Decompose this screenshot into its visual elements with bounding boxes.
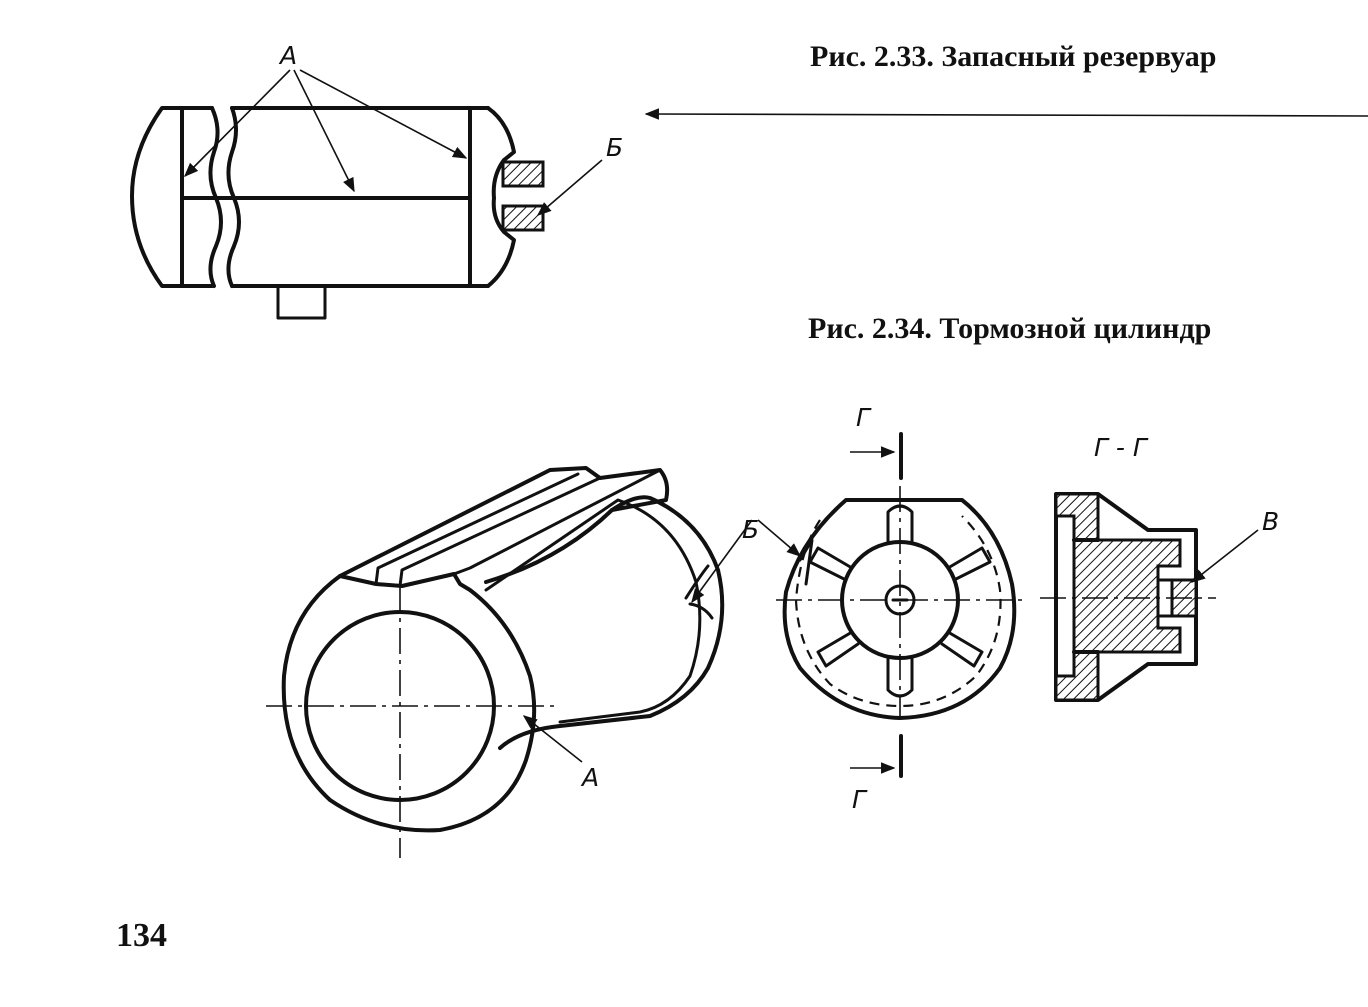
caption-pointer-arrow [644,108,1368,120]
label-b-cylinder: Б [742,515,759,544]
spoke-lower-left [816,630,860,668]
end-view-outline [782,498,1017,720]
brake-cylinder-end-view: Г Г [776,403,1024,814]
section-mark-bottom: Г [852,785,868,814]
label-a-cylinder: А [580,763,599,792]
front-flange [281,572,537,833]
brake-cylinder-section-view: Г - Г В [1040,433,1279,702]
reservoir-right-end [486,106,516,288]
figure-2-33-caption: Рис. 2.33. Запасный резервуар [810,40,1216,73]
label-a-reservoir: А [278,41,297,70]
label-v: В [1262,507,1279,536]
reserve-reservoir-drawing: А Б [130,41,623,320]
figure-2-34-caption: Рис. 2.34. Тормозной цилиндр [808,312,1211,345]
section-title: Г - Г [1094,433,1149,462]
end-view-hidden-circle [794,515,1002,708]
cylinder-back-outline [484,495,725,750]
section-hatched-wall [1054,492,1182,702]
fitting-bottom [501,204,545,232]
top-rib [338,466,670,578]
fitting-top [501,160,545,188]
section-mark-top: Г [856,403,872,432]
brake-cylinder-isometric: А Б [266,466,802,858]
spoke-upper-right [946,546,992,582]
mounting-foot [276,285,327,320]
spoke-upper-left [808,546,854,582]
label-b-reservoir: Б [606,133,623,162]
reservoir-left-end [130,106,214,288]
page-number: 134 [116,917,167,954]
spoke-lower-right [940,630,984,668]
